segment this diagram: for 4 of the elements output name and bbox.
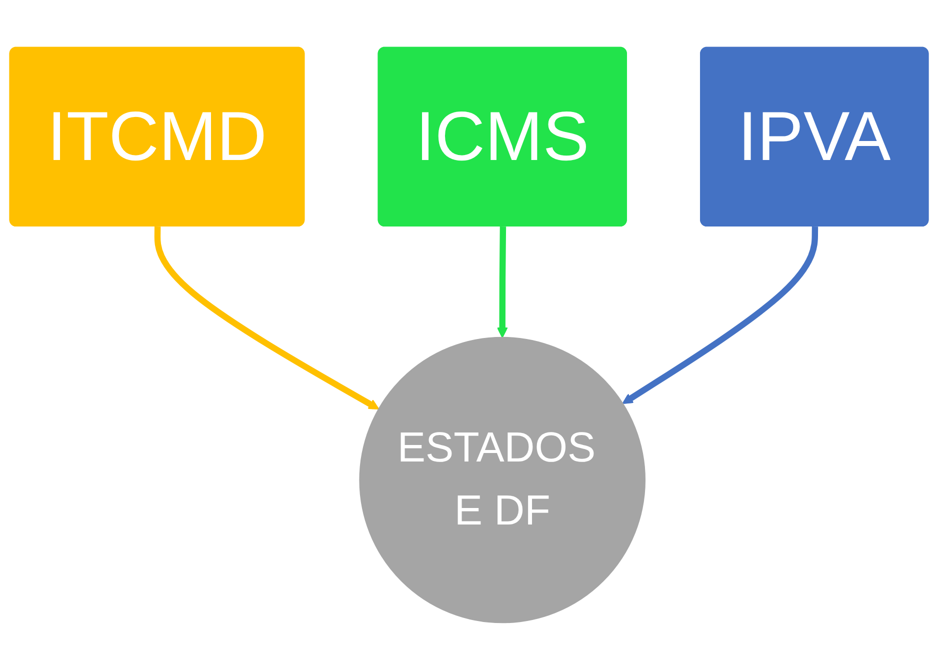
- arrow: [496, 226, 508, 338]
- arrow: [622, 226, 818, 404]
- node-circle: ESTADOS E DF: [359, 336, 646, 624]
- arrow: [154, 226, 380, 410]
